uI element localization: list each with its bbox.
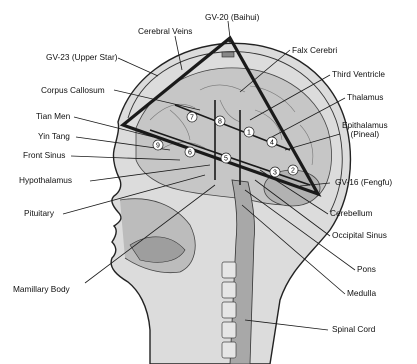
label-thalamus: Thalamus <box>347 93 383 102</box>
label-hypothalamus: Hypothalamus <box>19 176 72 185</box>
label-front-sinus: Front Sinus <box>23 151 65 160</box>
label-epithalamus: Epithalamus (Pineal) <box>342 121 388 139</box>
top-marker <box>222 52 234 57</box>
label-pituitary: Pituitary <box>24 209 54 218</box>
gv20-point <box>228 38 233 43</box>
svg-text:4: 4 <box>270 140 274 147</box>
svg-text:2: 2 <box>291 168 295 175</box>
svg-text:3: 3 <box>273 170 277 177</box>
label-tian-men: Tian Men <box>36 112 70 121</box>
vertebrae <box>222 262 236 358</box>
label-cerebellum: Cerebellum <box>330 209 372 218</box>
label-gv20: GV-20 (Baihui) <box>205 13 259 22</box>
label-corpus-callosum: Corpus Callosum <box>41 86 105 95</box>
marker-4: 4 <box>267 137 277 147</box>
svg-text:1: 1 <box>247 130 251 137</box>
label-gv23: GV-23 (Upper Star) <box>46 53 117 62</box>
label-medulla: Medulla <box>347 289 376 298</box>
svg-text:8: 8 <box>218 119 222 126</box>
label-pons: Pons <box>357 265 376 274</box>
marker-3: 3 <box>270 167 280 177</box>
marker-6: 6 <box>185 147 195 157</box>
label-cerebral-veins: Cerebral Veins <box>138 27 192 36</box>
marker-8: 8 <box>215 116 225 126</box>
marker-9: 9 <box>153 140 163 150</box>
svg-text:7: 7 <box>190 115 194 122</box>
label-spinal-cord: Spinal Cord <box>332 325 375 334</box>
marker-7: 7 <box>187 112 197 122</box>
svg-text:9: 9 <box>156 143 160 150</box>
svg-text:5: 5 <box>224 156 228 163</box>
svg-text:6: 6 <box>188 150 192 157</box>
marker-5: 5 <box>221 153 231 163</box>
label-yin-tang: Yin Tang <box>38 132 70 141</box>
label-gv16: GV-16 (Fengfu) <box>335 178 392 187</box>
marker-2: 2 <box>288 165 298 175</box>
label-falx-cerebri: Falx Cerebri <box>292 46 337 55</box>
label-occipital-sinus: Occipital Sinus <box>332 231 387 240</box>
label-mamillary-body: Mamillary Body <box>13 285 70 294</box>
marker-1: 1 <box>244 127 254 137</box>
label-third-ventricle: Third Ventricle <box>332 70 385 79</box>
